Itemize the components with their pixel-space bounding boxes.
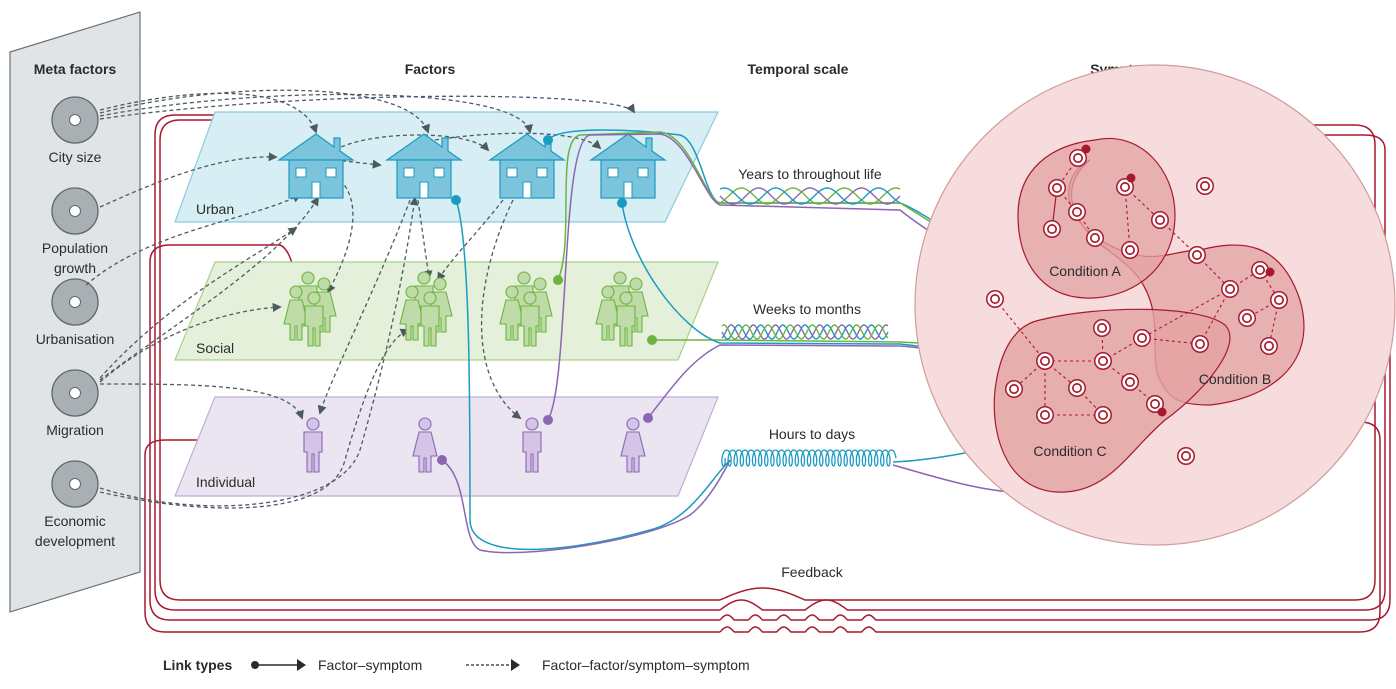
feedback-origin-dot xyxy=(1157,407,1167,417)
meta-factor-label: City size xyxy=(49,149,102,165)
symptom-symptom-link xyxy=(994,298,1046,362)
symptom-node-icon[interactable] xyxy=(1121,373,1139,391)
feedback-origin-dot xyxy=(1265,267,1275,277)
meta-factors-header: Meta factors xyxy=(34,61,117,77)
feedback-wave xyxy=(719,599,890,611)
meta-factor-node[interactable]: Urbanisation xyxy=(36,278,115,347)
symptom-node-icon[interactable] xyxy=(1221,280,1239,298)
symptom-symptom-link xyxy=(1141,288,1231,339)
temporal-scale-header: Temporal scale xyxy=(748,61,849,77)
temporal-label-weeks: Weeks to months xyxy=(753,301,861,317)
symptom-node-icon[interactable] xyxy=(1036,352,1054,370)
factor-factor-links xyxy=(85,89,635,509)
meta-factor-label: Migration xyxy=(46,422,104,438)
meta-factor-node[interactable]: Migration xyxy=(46,369,104,438)
temporal-coil xyxy=(721,449,897,467)
temporal-wave xyxy=(721,324,889,340)
plane-label-individual: Individual xyxy=(196,474,255,490)
temporal-label-years: Years to throughout life xyxy=(738,166,882,182)
condition-c-label: Condition C xyxy=(1033,443,1106,459)
symptom-node-icon[interactable] xyxy=(1177,447,1195,465)
condition-b-label: Condition B xyxy=(1199,371,1271,387)
legend-title: Link types xyxy=(163,657,232,673)
meta-factor-label: development xyxy=(35,533,115,549)
temporal-label-hours: Hours to days xyxy=(769,426,855,442)
feedback-wave xyxy=(719,614,890,621)
temporal-wave xyxy=(719,187,901,205)
meta-factor-hole-icon xyxy=(69,296,81,308)
symptom-node-icon[interactable] xyxy=(1260,337,1278,355)
legend-factor-symptom-icon xyxy=(251,659,306,671)
symptom-node-icon[interactable] xyxy=(1094,352,1112,370)
meta-factor-label: growth xyxy=(54,260,96,276)
feedback-wave xyxy=(719,587,890,601)
symptom-node-icon[interactable] xyxy=(1068,203,1086,221)
plane-label-social: Social xyxy=(196,340,234,356)
symptom-node-icon[interactable] xyxy=(1094,406,1112,424)
legend-factor-factor-label: Factor–factor/symptom–symptom xyxy=(542,657,750,673)
meta-factor-label: Urbanisation xyxy=(36,331,115,347)
meta-factor-hole-icon xyxy=(69,387,81,399)
symptom-symptom-link xyxy=(1199,288,1231,345)
symptom-node-icon[interactable] xyxy=(1068,379,1086,397)
symptom-node-icon[interactable] xyxy=(986,290,1004,308)
symptom-node-icon[interactable] xyxy=(1121,241,1139,259)
meta-factor-node[interactable]: Population growth xyxy=(42,187,108,276)
symptoms-field: Condition A Condition B Condition C xyxy=(914,64,1396,546)
symptom-node-icon[interactable] xyxy=(1133,329,1151,347)
symptom-node-icon[interactable] xyxy=(1048,179,1066,197)
symptom-node-icon[interactable] xyxy=(1188,246,1206,264)
symptom-node-icon[interactable] xyxy=(1093,319,1111,337)
feedback-wave xyxy=(719,626,890,633)
meta-factor-node[interactable]: City size xyxy=(49,96,102,165)
symptom-node-icon[interactable] xyxy=(1270,291,1288,309)
symptom-node-icon[interactable] xyxy=(1196,177,1214,195)
meta-factor-hole-icon xyxy=(69,478,81,490)
symptom-node-icon[interactable] xyxy=(1005,380,1023,398)
condition-a-region xyxy=(1017,137,1176,299)
feedback-origin-dot xyxy=(1081,144,1091,154)
temporal-wave xyxy=(721,324,889,340)
condition-a-label: Condition A xyxy=(1049,263,1121,279)
legend-factor-factor-icon xyxy=(466,659,520,671)
symptom-node-icon[interactable] xyxy=(1238,309,1256,327)
symptom-node-icon[interactable] xyxy=(1151,211,1169,229)
meta-factor-label: Economic xyxy=(44,513,105,529)
feedback-label: Feedback xyxy=(781,564,843,580)
condition-c-region xyxy=(993,308,1231,493)
symptom-node-icon[interactable] xyxy=(1036,406,1054,424)
meta-factor-hole-icon xyxy=(69,205,81,217)
meta-factor-node[interactable]: Economic development xyxy=(35,460,115,549)
factors-header: Factors xyxy=(405,61,456,77)
meta-factor-hole-icon xyxy=(69,114,81,126)
plane-label-urban: Urban xyxy=(196,201,234,217)
symptom-node-icon[interactable] xyxy=(1043,220,1061,238)
legend: Link types Factor–symptom Factor–factor/… xyxy=(163,657,750,673)
feedback-origin-dot xyxy=(1126,173,1136,183)
symptom-symptom-link xyxy=(1141,337,1201,345)
symptom-symptom-link xyxy=(1124,186,1131,251)
meta-factor-label: Population xyxy=(42,240,108,256)
symptom-node-icon[interactable] xyxy=(1191,335,1209,353)
legend-factor-symptom-label: Factor–symptom xyxy=(318,657,422,673)
symptom-node-icon[interactable] xyxy=(1086,229,1104,247)
